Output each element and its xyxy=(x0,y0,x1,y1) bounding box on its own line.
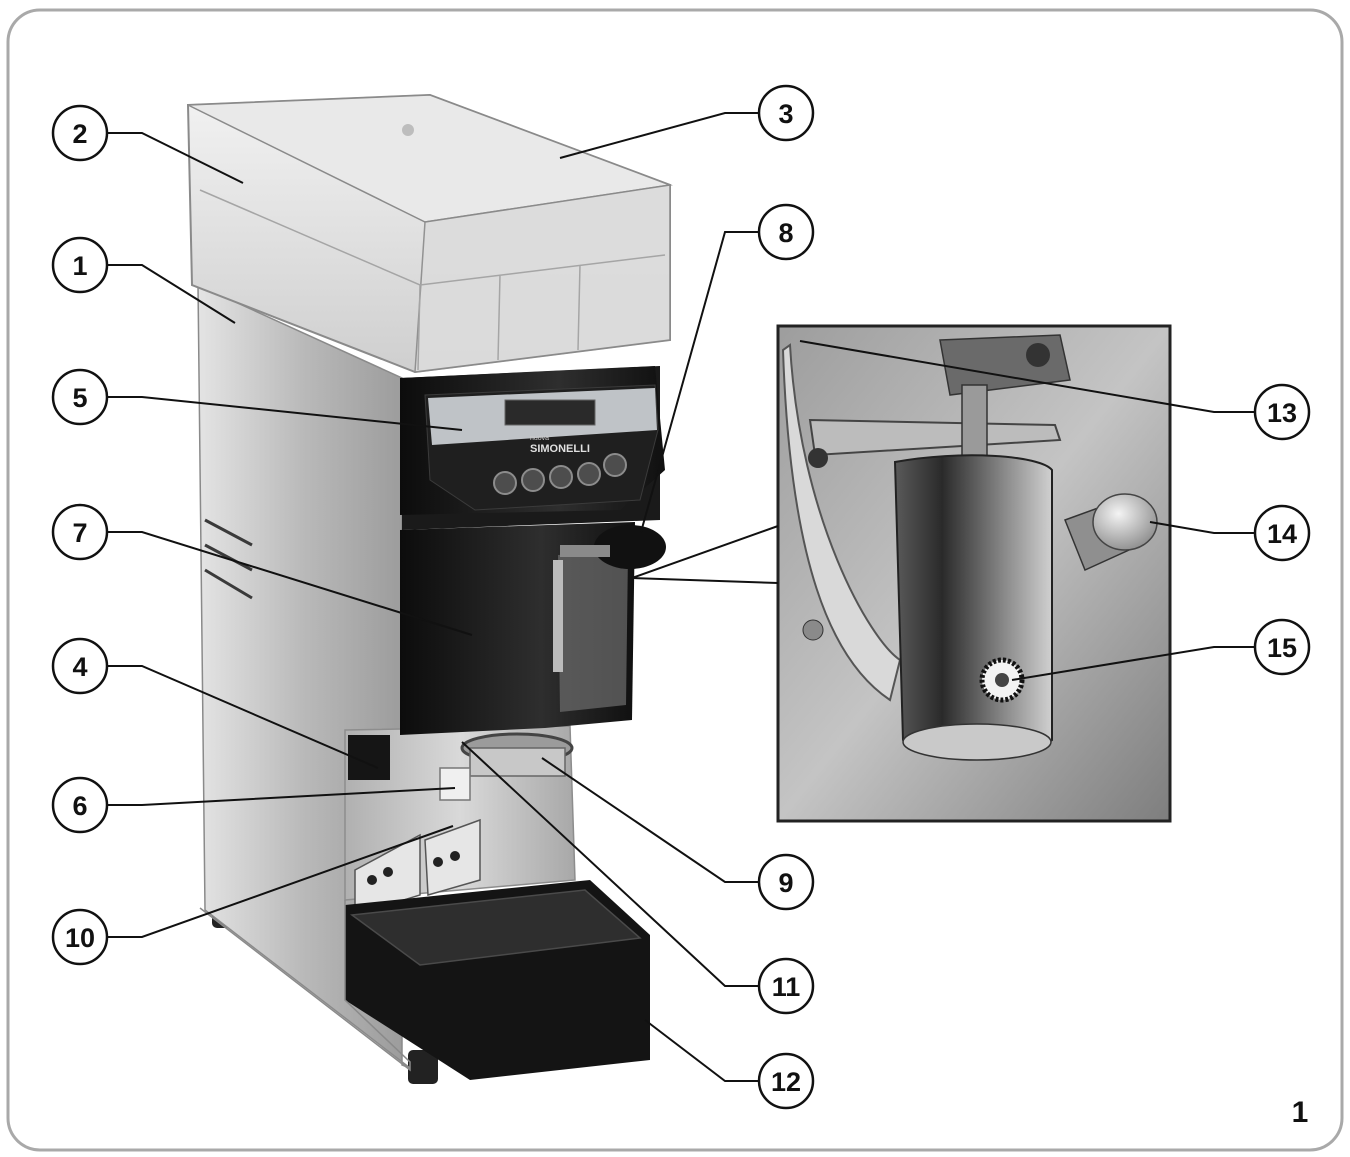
doser-window xyxy=(558,552,628,712)
inset-bolt-1 xyxy=(808,448,828,468)
detail-inset xyxy=(776,324,1172,823)
control-button-3 xyxy=(549,465,573,489)
leader-5 xyxy=(108,396,463,431)
callout-12-circle xyxy=(757,1052,815,1110)
callout-1-label: 1 xyxy=(72,251,87,281)
leader-lines xyxy=(108,112,1254,1082)
callout-10-circle xyxy=(51,908,109,966)
callout-2-circle xyxy=(51,104,109,162)
callout-13-circle xyxy=(1253,383,1311,441)
callout-3-circle xyxy=(757,84,815,142)
control-button-1 xyxy=(493,471,517,495)
callout-11-label: 11 xyxy=(772,972,801,1002)
leader-7 xyxy=(108,531,473,636)
leader-12 xyxy=(644,1019,758,1082)
callout-14-circle xyxy=(1253,504,1311,562)
portafilter-fork xyxy=(439,767,471,801)
control-buttons xyxy=(493,453,627,495)
callout-15-label: 15 xyxy=(1267,633,1297,663)
callout-14: 14 xyxy=(1253,504,1311,562)
leader-14 xyxy=(1149,521,1254,534)
callout-7-circle xyxy=(51,503,109,561)
callout-13-label: 13 xyxy=(1267,398,1297,428)
inset-adjustment-dial-center xyxy=(995,673,1009,687)
callout-9-circle xyxy=(757,853,815,911)
callout-3-label: 3 xyxy=(778,99,793,129)
inset-bolt-2 xyxy=(802,619,824,641)
leader-15 xyxy=(1011,646,1254,681)
callout-8: 8 xyxy=(757,203,815,261)
callout-11-circle xyxy=(757,957,815,1015)
callout-5: 5 xyxy=(51,368,109,426)
callout-9-label: 9 xyxy=(778,868,793,898)
callout-15: 15 xyxy=(1253,618,1311,676)
callout-12-label: 12 xyxy=(771,1067,801,1097)
callout-2: 2 xyxy=(51,104,109,162)
callout-10-label: 10 xyxy=(65,923,95,953)
callout-3: 3 xyxy=(757,84,815,142)
inset-chute xyxy=(781,343,902,702)
callout-10: 10 xyxy=(51,908,109,966)
callout-1: 1 xyxy=(51,236,109,294)
callout-14-label: 14 xyxy=(1267,519,1297,549)
fork-hole-3 xyxy=(433,857,443,867)
callout-7-label: 7 xyxy=(72,518,87,548)
hopper-lid-hole xyxy=(402,124,414,136)
leader-11 xyxy=(461,741,758,987)
dosing-lever-stem xyxy=(560,545,610,557)
leader-9 xyxy=(541,757,758,883)
leader-13 xyxy=(799,340,1254,413)
inset-knob-cap xyxy=(1092,493,1158,551)
fork-hole-4 xyxy=(450,851,460,861)
control-button-2 xyxy=(521,468,545,492)
callout-7: 7 xyxy=(51,503,109,561)
callout-6: 6 xyxy=(51,776,109,834)
dosing-lever-knob xyxy=(594,525,666,569)
inset-bolt-3 xyxy=(1026,343,1050,367)
foot-front xyxy=(408,1050,438,1084)
callout-9: 9 xyxy=(757,853,815,911)
leader-4 xyxy=(108,665,379,769)
tray-base-support xyxy=(199,900,411,1072)
fork-hole-1 xyxy=(367,875,377,885)
inset-cylinder xyxy=(893,454,1053,758)
callout-4: 4 xyxy=(51,637,109,695)
callout-15-circle xyxy=(1253,618,1311,676)
callout-12: 12 xyxy=(757,1052,815,1110)
callout-13: 13 xyxy=(1253,383,1311,441)
inset-cylinder-bottom xyxy=(902,723,1052,761)
leader-1 xyxy=(108,264,236,324)
side-vents xyxy=(204,518,253,600)
callout-5-label: 5 xyxy=(72,383,87,413)
callout-6-circle xyxy=(51,776,109,834)
lcd-screen xyxy=(504,399,596,426)
brand-name-text: SIMONELLI xyxy=(530,443,590,455)
callout-8-label: 8 xyxy=(778,218,793,248)
callout-1-circle xyxy=(51,236,109,294)
callout-5-circle xyxy=(51,368,109,426)
grounds-tray-rim xyxy=(349,889,642,966)
leader-6 xyxy=(108,787,456,806)
grinder-illustration: nuova SIMONELLI xyxy=(186,93,673,1084)
callout-4-circle xyxy=(51,637,109,695)
callout-2-label: 2 xyxy=(72,119,87,149)
control-button-5 xyxy=(603,453,627,477)
doser-level-bar xyxy=(553,560,563,672)
hopper-front-face xyxy=(414,184,671,373)
leader-10 xyxy=(108,825,454,938)
callout-4-label: 4 xyxy=(72,652,87,682)
control-button-4 xyxy=(577,462,601,486)
figure-number: 1 xyxy=(1292,1096,1309,1129)
leader-8 xyxy=(640,231,758,533)
brand-prefix-text: nuova xyxy=(530,435,549,442)
hopper-inner-lines xyxy=(199,189,666,371)
leader-2 xyxy=(108,132,244,184)
inset-connector-lines xyxy=(631,525,779,584)
fork-hole-2 xyxy=(383,867,393,877)
callout-11: 11 xyxy=(757,957,815,1015)
leader-3 xyxy=(559,112,758,159)
callout-6-label: 6 xyxy=(72,791,87,821)
callout-8-circle xyxy=(757,203,815,261)
